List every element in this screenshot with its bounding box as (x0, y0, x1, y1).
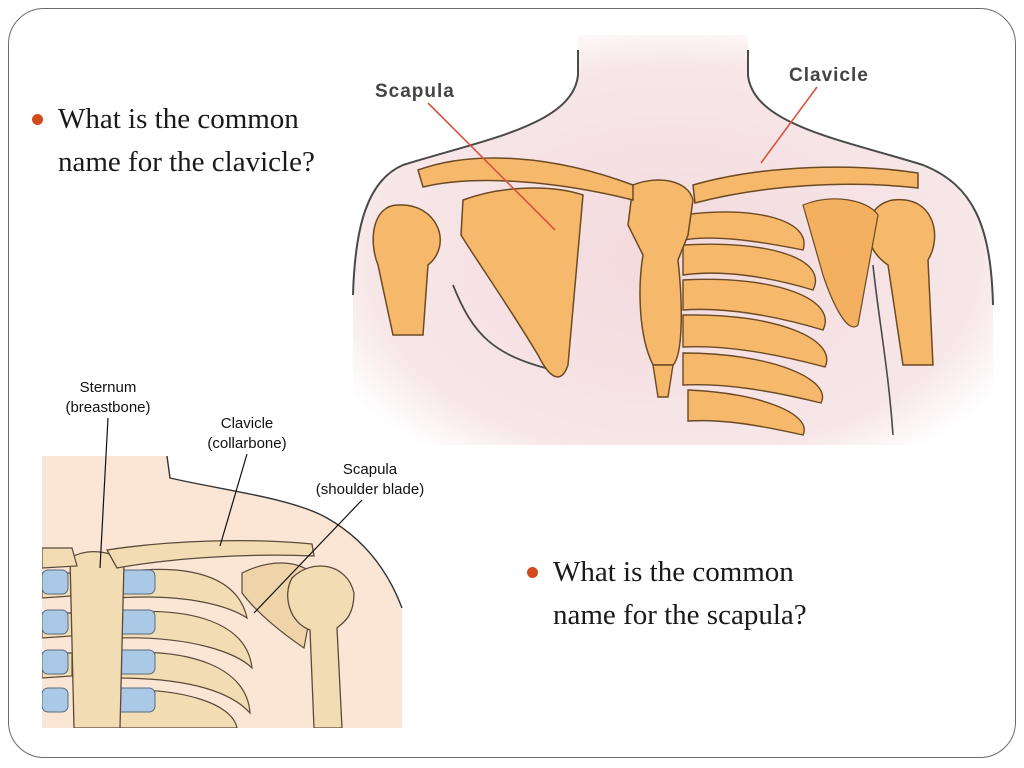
bullet-dot-icon (32, 114, 43, 125)
leader-line-clavicle (219, 453, 248, 547)
leader-line-clavicle (760, 86, 818, 164)
label-clavicle: Clavicle (789, 65, 869, 86)
label-clavicle: Clavicle (221, 415, 274, 432)
bullet-line: name for the clavicle? (58, 146, 315, 178)
label-scapula: Scapula (375, 81, 455, 102)
bullet-dot-icon (527, 567, 538, 578)
bullet-scapula-question: What is the common name for the scapula? (527, 551, 807, 637)
bullet-line: What is the common (553, 556, 794, 588)
leader-line-scapula (253, 499, 363, 614)
shoulder-girdle-illustration: Scapula Clavicle (333, 35, 1020, 445)
label-sternum: Sternum (80, 379, 137, 396)
leader-line-scapula (427, 102, 556, 231)
label-scapula-common: (shoulder blade) (316, 481, 424, 498)
label-sternum-common: (breastbone) (65, 399, 150, 416)
leader-line-sternum (99, 417, 109, 569)
bullet-clavicle-question: What is the common name for the clavicle… (32, 98, 315, 184)
label-clavicle-common: (collarbone) (207, 435, 286, 452)
bullet-line: name for the scapula? (553, 599, 807, 631)
chest-skeleton-diagram: Sternum (breastbone) Clavicle (collarbon… (42, 368, 452, 728)
bullet-line: What is the common (58, 103, 299, 135)
label-scapula: Scapula (343, 461, 398, 478)
